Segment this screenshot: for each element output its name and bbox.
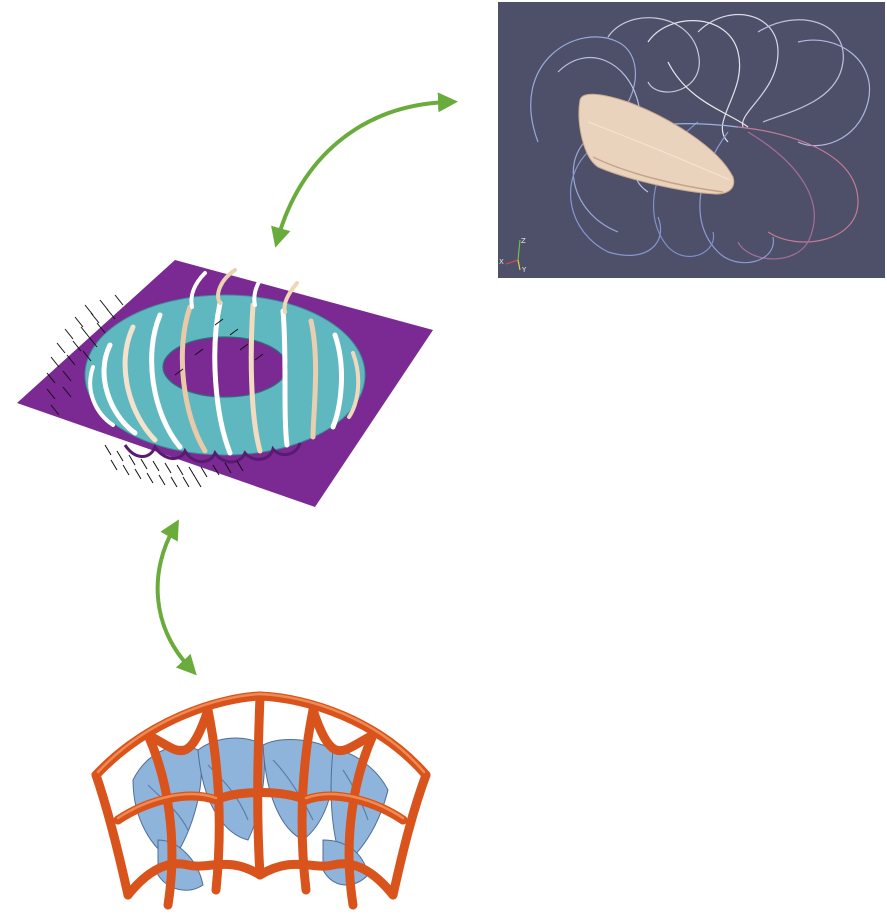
axis-label-y: Y (521, 266, 527, 274)
double-arrow-torus-coils (158, 528, 190, 668)
field-line-render: Z X Y (498, 2, 885, 278)
torus-field-visualization (15, 255, 435, 510)
field-line-viewer-panel: Z X Y (498, 2, 885, 278)
stellarator-coils (88, 690, 433, 915)
double-arrow-torus-viewer (278, 102, 448, 238)
axis-label-z: Z (521, 237, 526, 245)
axis-label-x: X (499, 258, 504, 266)
